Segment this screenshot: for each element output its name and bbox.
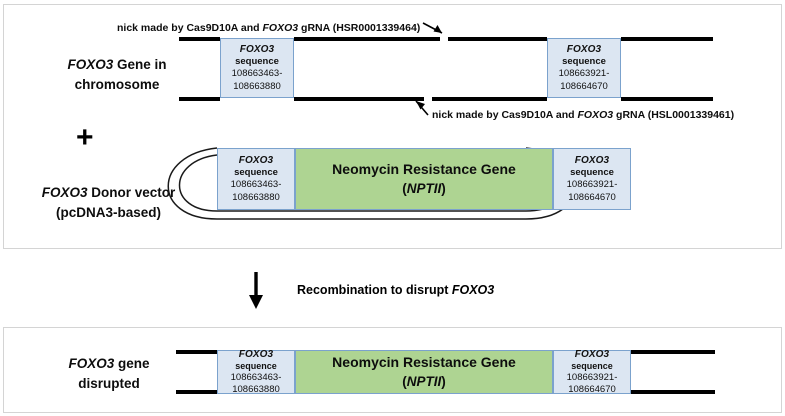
donor-gene-sub-close: ) (441, 181, 446, 197)
donor-right-homology-line2: sequence (570, 166, 614, 178)
donor-caption-line2: (pcDNA3-based) (55, 204, 161, 220)
disrupted-caption: FOXO3 gene disrupted (34, 354, 184, 393)
disrupted-caption-gene: FOXO3 (68, 356, 115, 371)
down-arrow-icon (249, 272, 263, 309)
donor-left-homology-coord2: 108663880 (232, 191, 280, 203)
disrupted-right-homology-line2: sequence (571, 361, 613, 372)
donor-neomycin-resistance-gene-box: Neomycin Resistance Gene (NPTII) (295, 148, 553, 210)
recombination-label-pre: Recombination to disrupt (297, 283, 452, 297)
donor-left-homology-line2: sequence (234, 166, 278, 178)
chromosome-bottom-strand-right (432, 97, 547, 101)
donor-caption-rest: Donor vector (87, 185, 176, 200)
chromosome-caption-line2: chromosome (74, 76, 160, 92)
donor-left-homology-gene: FOXO3 (238, 154, 274, 166)
left-homology-coord1: 108663463- (231, 68, 283, 80)
disrupted-left-homology-gene: FOXO3 (238, 348, 274, 360)
chromosome-caption-gene: FOXO3 (67, 57, 114, 72)
left-homology-gene: FOXO3 (239, 43, 275, 55)
disrupted-bottom-strand-right (629, 390, 715, 394)
disrupted-gene-sub-italic: NPTII (406, 374, 442, 390)
disrupted-gene-sub-open: ( (402, 374, 407, 390)
nick-top-label: nick made by Cas9D10A and FOXO3 gRNA (HS… (117, 22, 420, 35)
left-homology-line2: sequence (235, 55, 279, 67)
plus-symbol: + (76, 121, 94, 154)
chromosome-left-homology-box: FOXO3 sequence 108663463- 108663880 (220, 38, 294, 98)
chromosome-top-strand-left (179, 37, 220, 41)
chromosome-right-homology-box: FOXO3 sequence 108663921- 108664670 (547, 38, 621, 98)
chromosome-top-strand-mid (294, 37, 440, 41)
nick-bottom-label-gene: FOXO3 (577, 109, 614, 121)
chromosome-panel: nick made by Cas9D10A and FOXO3 gRNA (HS… (3, 4, 782, 249)
chromosome-top-strand-far-right (621, 37, 713, 41)
right-homology-line2: sequence (562, 55, 606, 67)
nick-bottom-label: nick made by Cas9D10A and FOXO3 gRNA (HS… (432, 109, 734, 122)
disrupted-top-strand-right (629, 350, 715, 354)
disrupted-gene-panel: FOXO3 gene disrupted FOXO3 sequence 1086… (3, 327, 782, 413)
disrupted-top-strand-left (176, 350, 219, 354)
recombination-label-gene: FOXO3 (451, 283, 495, 297)
disrupted-gene-title: Neomycin Resistance Gene (332, 354, 516, 371)
donor-gene-sub-italic: NPTII (406, 181, 442, 197)
chromosome-bottom-strand-left (179, 97, 220, 101)
chromosome-caption-rest: Gene in (113, 57, 167, 72)
disrupted-left-homology-coord1: 108663463- (230, 372, 282, 383)
right-homology-coord1: 108663921- (558, 68, 610, 80)
chromosome-bottom-strand-mid (294, 97, 424, 101)
disrupted-caption-line2: disrupted (78, 375, 140, 391)
chromosome-top-strand-right (448, 37, 547, 41)
disrupted-caption-rest: gene (114, 356, 150, 371)
donor-right-homology-box: FOXO3 sequence 108663921- 108664670 (553, 148, 631, 210)
disrupted-left-homology-coord2: 108663880 (232, 383, 280, 395)
disrupted-right-homology-box: FOXO3 sequence 108663921- 108664670 (553, 348, 631, 395)
disrupted-right-homology-gene: FOXO3 (574, 348, 610, 360)
disrupted-left-homology-box: FOXO3 sequence 108663463- 108663880 (217, 348, 295, 395)
donor-right-homology-coord2: 108664670 (568, 191, 616, 203)
donor-right-homology-gene: FOXO3 (574, 154, 610, 166)
right-homology-gene: FOXO3 (566, 43, 602, 55)
donor-left-homology-box: FOXO3 sequence 108663463- 108663880 (217, 148, 295, 210)
disrupted-left-homology-line2: sequence (235, 361, 277, 372)
donor-left-homology-coord1: 108663463- (230, 179, 282, 191)
nick-top-label-gene: FOXO3 (262, 22, 299, 34)
nick-top-label-post: gRNA (HSR0001339464) (298, 22, 421, 34)
disrupted-right-homology-coord2: 108664670 (568, 383, 616, 395)
disrupted-gene-subtitle: (NPTII) (402, 372, 446, 392)
right-homology-coord2: 108664670 (560, 80, 608, 92)
nick-bottom-label-pre: nick made by Cas9D10A and (432, 109, 578, 121)
donor-caption-gene: FOXO3 (41, 185, 88, 200)
left-homology-coord2: 108663880 (233, 80, 281, 92)
nick-top-label-pre: nick made by Cas9D10A and (117, 22, 263, 34)
disrupted-bottom-strand-left (176, 390, 219, 394)
disrupted-neomycin-resistance-gene-box: Neomycin Resistance Gene (NPTII) (295, 350, 553, 394)
chromosome-caption: FOXO3 Gene in chromosome (42, 55, 192, 94)
donor-gene-sub-open: ( (402, 181, 407, 197)
disrupted-right-homology-coord1: 108663921- (566, 372, 618, 383)
disrupted-gene-sub-close: ) (441, 374, 446, 390)
nick-bottom-label-post: gRNA (HSL0001339461) (613, 109, 735, 121)
donor-vector-caption: FOXO3 Donor vector (pcDNA3-based) (16, 183, 201, 222)
chromosome-bottom-strand-far-right (621, 97, 713, 101)
donor-gene-subtitle: (NPTII) (402, 179, 446, 199)
recombination-step-label: Recombination to disrupt FOXO3 (297, 283, 494, 297)
donor-gene-title: Neomycin Resistance Gene (332, 161, 516, 178)
donor-right-homology-coord1: 108663921- (566, 179, 618, 191)
